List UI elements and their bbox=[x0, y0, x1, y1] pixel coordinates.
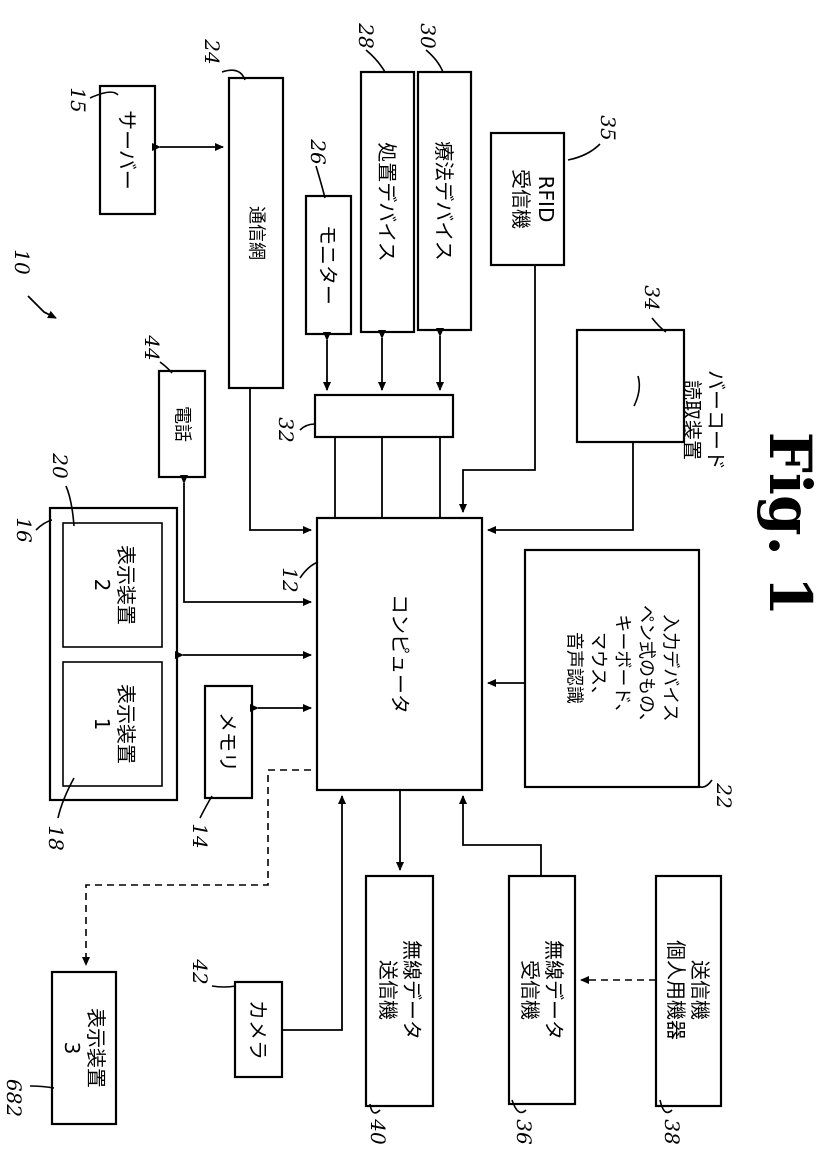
leader-treatment bbox=[366, 50, 385, 72]
display1-label-line2: 1 bbox=[90, 718, 114, 731]
phone-label: 電話 bbox=[172, 406, 193, 442]
ref-display1: 18 bbox=[44, 825, 68, 850]
hub-box bbox=[315, 395, 453, 437]
figure-label: Fig. 1 bbox=[756, 432, 824, 617]
ref-monitor: 26 bbox=[306, 138, 330, 165]
display1-label-line1: 表示装置 bbox=[114, 684, 138, 764]
rfid-computer-link bbox=[463, 265, 535, 512]
barcode-computer-link bbox=[488, 442, 633, 530]
ref-input-device: 22 bbox=[712, 782, 736, 808]
ref-rfid: 35 bbox=[596, 115, 620, 140]
ref-treatment-device: 28 bbox=[354, 22, 378, 48]
display2-label-line1: 表示装置 bbox=[114, 545, 138, 625]
ref-network: 24 bbox=[200, 38, 224, 64]
personal-tx-label-line1: 送信機 bbox=[688, 960, 712, 1020]
display3-label-line1: 表示装置 bbox=[84, 1008, 108, 1088]
barcode-reader-box bbox=[577, 330, 684, 442]
input-device-label-line4: マウス、 bbox=[588, 632, 609, 704]
camera-label: カメラ bbox=[246, 1000, 270, 1060]
barcode-label-line2: 読取装置 bbox=[680, 380, 704, 460]
ref-server: 15 bbox=[66, 87, 90, 112]
monitor-label: モニター bbox=[316, 225, 340, 305]
memory-label: メモリ bbox=[216, 712, 240, 772]
network-computer-link bbox=[250, 388, 311, 530]
network-label: 通信網 bbox=[246, 206, 267, 260]
ref-wireless-tx: 40 bbox=[366, 1118, 390, 1145]
ref-barcode: 34 bbox=[640, 285, 664, 310]
input-device-label-line3: キーボード、 bbox=[612, 614, 633, 721]
personal-tx-label-line2: 個人用機器 bbox=[664, 940, 688, 1040]
ref-camera: 42 bbox=[188, 958, 212, 984]
display2-label-line2: 2 bbox=[90, 579, 114, 592]
input-device-label-line2: ペン式のもの、 bbox=[636, 605, 657, 731]
barcode-label-line1: バーコード bbox=[704, 370, 728, 470]
server-label: サーバー bbox=[115, 110, 139, 190]
display3-label-line2: 3 bbox=[60, 1042, 84, 1055]
input-device-label-line5: 音声認識 bbox=[564, 632, 585, 704]
ref-therapy-device: 30 bbox=[416, 23, 440, 49]
input-device-label-line1: 入力デバイス bbox=[660, 614, 681, 721]
wireless-tx-label-line1: 無線データ bbox=[400, 940, 424, 1040]
computer-label: コンピュータ bbox=[388, 594, 412, 714]
ref-computer: 12 bbox=[278, 567, 302, 592]
system-arrow bbox=[28, 296, 56, 318]
display-unit-box bbox=[50, 508, 177, 800]
wireless-tx-label-line2: 送信機 bbox=[376, 960, 400, 1020]
therapy-device-label: 療法デバイス bbox=[432, 141, 456, 260]
leader-hub bbox=[300, 424, 315, 430]
leader-camera bbox=[212, 986, 236, 987]
ref-display3: 682 bbox=[2, 1079, 26, 1117]
ref-system: 10 bbox=[10, 249, 34, 275]
ref-hub: 32 bbox=[274, 417, 298, 442]
rfid-label-line2: 受信機 bbox=[509, 169, 533, 229]
ref-phone: 44 bbox=[140, 334, 164, 360]
leader-display3 bbox=[30, 1086, 54, 1088]
ref-memory: 14 bbox=[188, 823, 212, 848]
leader-rfid bbox=[568, 144, 600, 160]
leader-monitor bbox=[316, 166, 325, 198]
treatment-device-label: 処置デバイス bbox=[375, 142, 399, 261]
ref-display-unit: 16 bbox=[12, 517, 36, 543]
leader-therapy bbox=[426, 50, 443, 72]
ref-display2: 20 bbox=[48, 452, 72, 479]
camera-computer-link bbox=[282, 796, 342, 1030]
wireless-rx-computer-link bbox=[463, 796, 541, 876]
rfid-label-line1: RFID bbox=[534, 176, 558, 223]
ref-personal-tx: 38 bbox=[660, 1119, 684, 1144]
wireless-rx-label-line1: 無線データ bbox=[542, 940, 566, 1040]
wireless-rx-label-line2: 受信機 bbox=[518, 960, 542, 1020]
leader-memory bbox=[200, 796, 212, 818]
ref-wireless-rx: 36 bbox=[512, 1119, 536, 1145]
